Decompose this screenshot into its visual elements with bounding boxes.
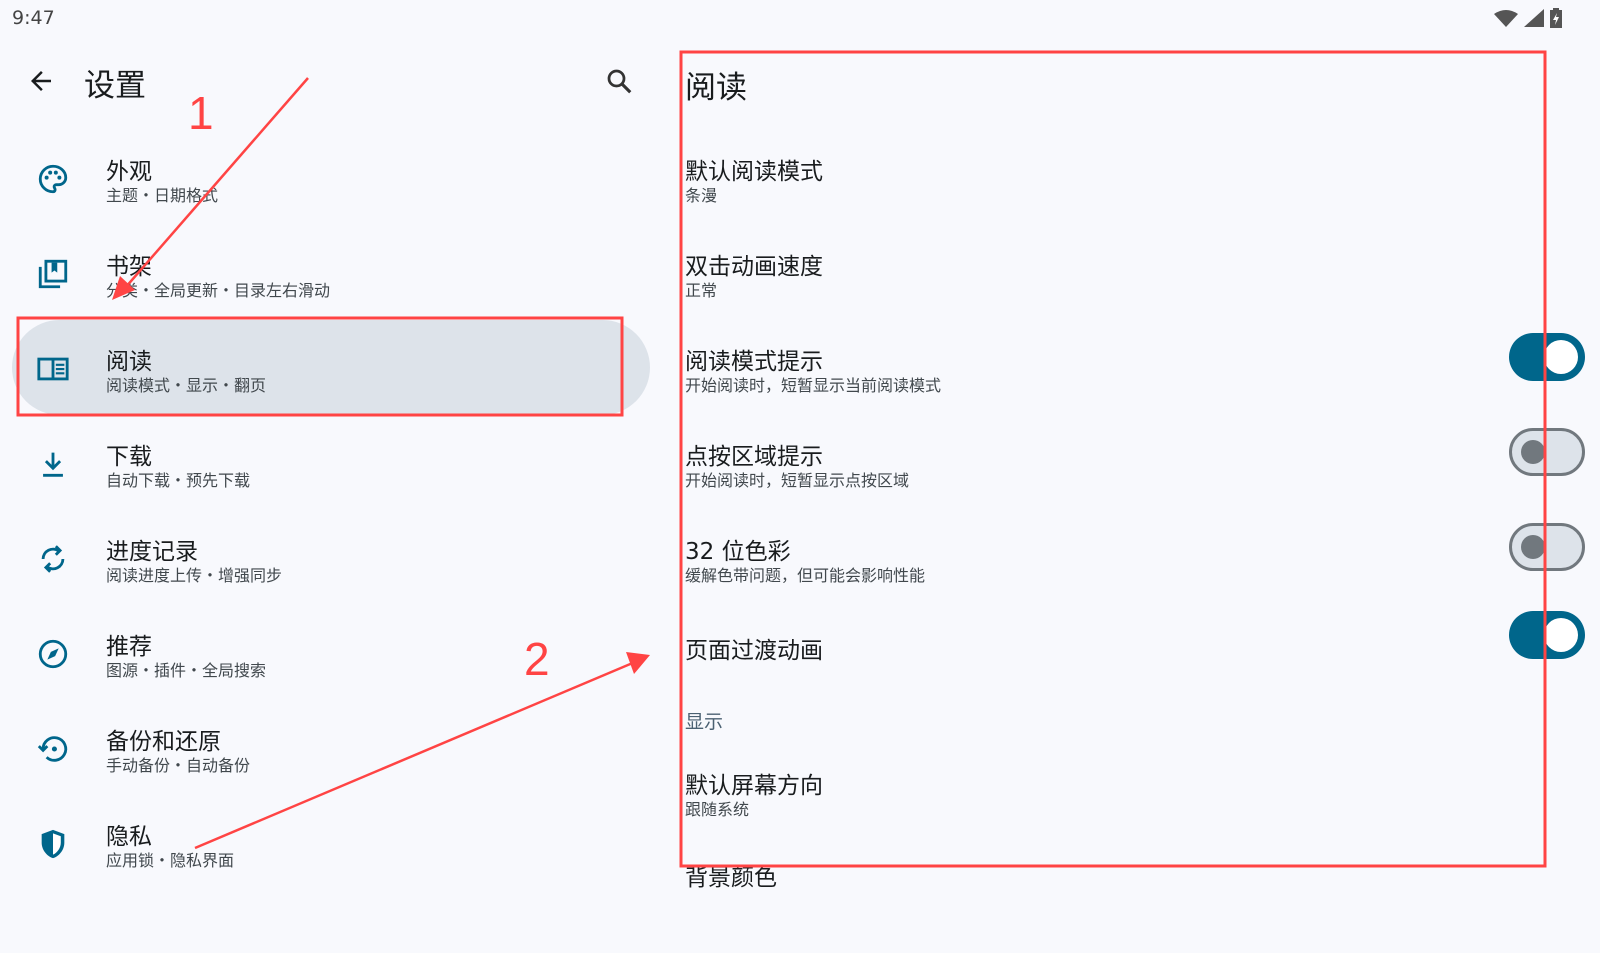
pref-label: 点按区域提示 [685,444,823,470]
sidebar-item-reader[interactable]: 阅读 阅读模式・显示・翻页 [12,320,650,415]
item-label: 推荐 [106,634,152,660]
restore-icon [37,736,68,762]
chrome-reader-icon [37,357,69,381]
search-icon[interactable] [604,66,634,96]
detail-title: 阅读 [685,70,747,106]
library-icon [38,259,68,289]
item-summary: 阅读模式・显示・翻页 [106,376,267,395]
item-summary: 分类・全局更新・目录左右滑动 [106,281,331,300]
pref-summary: 条漫 [685,186,718,205]
item-summary: 主题・日期格式 [106,186,219,205]
pref-label: 默认阅读模式 [685,159,823,185]
signal-icon [1524,9,1544,27]
sidebar-item-appearance[interactable]: 外观 主题・日期格式 [12,130,650,225]
item-summary: 应用锁・隐私界面 [106,851,235,870]
back-arrow-icon[interactable] [26,66,56,96]
settings-list-pane: 设置 外观 主题・日期格式 书架 分类・全局更新・目录左右滑动 阅读 阅读模式・… [0,40,665,900]
sync-icon [41,545,65,573]
tap-zone-hint-toggle[interactable] [1509,428,1585,476]
item-label: 书架 [106,254,152,280]
item-summary: 阅读进度上传・增强同步 [106,566,283,585]
annotation-label-2: 2 [524,633,550,685]
item-summary: 图源・插件・全局搜索 [106,661,267,680]
status-bar: 9:47 [0,0,1600,40]
sidebar-item-tracking[interactable]: 进度记录 阅读进度上传・增强同步 [12,510,650,605]
item-summary: 自动下载・预先下载 [106,471,251,490]
top-app-bar: 设置 [0,40,665,130]
palette-icon [38,164,68,194]
page-title: 设置 [84,68,146,104]
pref-summary: 跟随系统 [685,800,750,819]
pref-label: 阅读模式提示 [685,349,823,375]
pref-reading-mode-hint[interactable]: 阅读模式提示 开始阅读时，短暂显示当前阅读模式 [685,333,1585,437]
battery-icon [1550,8,1562,28]
annotation-label-1: 1 [188,87,214,139]
pref-default-orientation[interactable]: 默认屏幕方向 跟随系统 [685,766,1565,861]
pref-label: 32 位色彩 [685,539,791,565]
item-summary: 手动备份・自动备份 [106,756,251,775]
pref-summary: 开始阅读时，短暂显示当前阅读模式 [685,376,942,395]
pref-label: 页面过渡动画 [685,638,823,664]
pref-background-color[interactable]: 背景颜色 [685,858,1565,953]
download-icon [43,452,63,477]
reading-mode-hint-toggle[interactable] [1509,333,1585,381]
pref-default-reading-mode[interactable]: 默认阅读模式 条漫 [685,152,1565,247]
sidebar-item-downloads[interactable]: 下载 自动下载・预先下载 [12,415,650,510]
pref-summary: 缓解色带问题，但可能会影响性能 [685,566,926,585]
reader-settings-pane: 阅读 默认阅读模式 条漫 双击动画速度 正常 阅读模式提示 开始阅读时，短暂显示… [665,40,1600,900]
pref-double-tap-speed[interactable]: 双击动画速度 正常 [685,247,1565,342]
sidebar-item-backup[interactable]: 备份和还原 手动备份・自动备份 [12,700,650,795]
explore-icon [38,639,68,669]
pref-label: 背景颜色 [685,865,777,891]
sidebar-item-library[interactable]: 书架 分类・全局更新・目录左右滑动 [12,225,650,320]
pref-summary: 开始阅读时，短暂显示点按区域 [685,471,910,490]
wifi-icon [1494,10,1518,27]
item-label: 阅读 [106,349,152,375]
pref-label: 双击动画速度 [685,254,823,280]
pref-summary: 正常 [685,281,718,300]
pref-label: 默认屏幕方向 [685,773,823,799]
32bit-color-toggle[interactable] [1509,523,1585,571]
shield-icon [41,829,65,859]
item-label: 下载 [106,444,152,470]
item-label: 外观 [106,159,152,185]
page-transitions-toggle[interactable] [1509,611,1585,659]
category-display: 显示 [685,711,724,733]
item-label: 隐私 [106,824,152,850]
pref-tap-zone-hint[interactable]: 点按区域提示 开始阅读时，短暂显示点按区域 [685,428,1585,532]
pref-32bit-color[interactable]: 32 位色彩 缓解色带问题，但可能会影响性能 [685,523,1585,627]
status-time: 9:47 [12,7,55,29]
pref-page-transitions[interactable]: 页面过渡动画 [685,611,1585,726]
sidebar-item-privacy[interactable]: 隐私 应用锁・隐私界面 [12,795,650,890]
item-label: 进度记录 [106,539,198,565]
sidebar-item-browse[interactable]: 推荐 图源・插件・全局搜索 [12,605,650,700]
item-label: 备份和还原 [106,729,221,755]
